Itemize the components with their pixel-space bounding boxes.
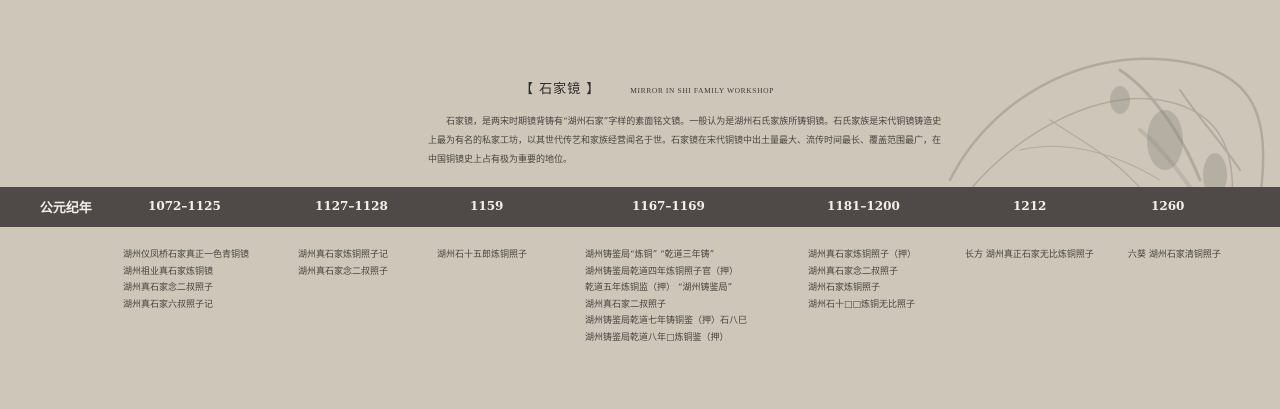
year-label: 1260 xyxy=(1151,199,1185,213)
era-label: 公元纪年 xyxy=(40,201,93,216)
year-label: 1212 xyxy=(1013,199,1047,213)
list-item: 湖州真石家炼铜照子（押） xyxy=(808,250,917,260)
list-item: 湖州铸鉴局乾道四年炼铜照子官（押） xyxy=(585,266,739,277)
year-label: 1127–1128 xyxy=(315,199,388,213)
list-item: 长方 湖州真正石家无比炼铜照子 xyxy=(965,250,1094,260)
period-items: 湖州仪凤桥石家真正一色青铜镜 湖州祖业真石家炼铜镜 湖州真石家念二叔照子 湖州真… xyxy=(123,247,249,313)
timeline-band: 公元纪年 1072–1125 1127–1128 1159 1167–1169 … xyxy=(0,187,1280,227)
list-item: 湖州真石家念二叔照子 xyxy=(123,283,214,293)
year-label: 1167–1169 xyxy=(632,199,705,213)
period-items: 湖州真石家炼铜照子（押） 湖州真石家念二叔照子 湖州石家炼铜照子 湖州石十□□炼… xyxy=(808,247,916,313)
list-item: 六葵 湖州石家清铜照子 xyxy=(1128,250,1221,260)
list-item: 湖州石家炼铜照子 xyxy=(808,283,881,293)
list-item: 湖州仪凤桥石家真正一色青铜镜 xyxy=(123,250,250,260)
year-label: 1072–1125 xyxy=(148,199,221,213)
period-items: 长方 湖州真正石家无比炼铜照子 xyxy=(965,247,1094,264)
list-item: 湖州真石家念二叔照子 xyxy=(298,266,389,277)
list-item: 湖州真石家炼铜照子记 xyxy=(298,250,389,260)
page-subtitle: MIRROR IN SHI FAMILY WORKSHOP xyxy=(630,86,774,95)
list-item: 湖州祖业真石家炼铜镜 xyxy=(123,266,214,277)
period-items: 湖州石十五郎炼铜照子 xyxy=(437,247,527,264)
section-header: 【 石家镜 】 MIRROR IN SHI FAMILY WORKSHOP xyxy=(520,78,774,97)
list-item: 湖州石十五郎炼铜照子 xyxy=(437,250,528,260)
list-item: 湖州石十□□炼铜无比照子 xyxy=(808,299,916,310)
list-item: 湖州真石家念二叔照子 xyxy=(808,266,899,277)
intro-paragraph: 石家镜，是两宋时期镜背铸有“湖州石家”字样的素面铭文镜。一般认为是湖州石氏家族所… xyxy=(428,117,942,165)
year-label: 1159 xyxy=(470,199,504,213)
period-items: 六葵 湖州石家清铜照子 xyxy=(1128,247,1221,264)
period-items: 湖州真石家炼铜照子记 湖州真石家念二叔照子 xyxy=(298,247,388,280)
list-item: 湖州铸鉴局乾道七年铸铜鉴（押）石八巳 xyxy=(585,316,748,326)
list-item: 乾道五年炼铜监（押） “湖州铸鉴局” xyxy=(585,283,733,293)
list-item: 湖州铸鉴局“炼铜” “乾道三年铸” xyxy=(585,250,715,260)
list-item: 湖州真石家二叔照子 xyxy=(585,299,667,310)
page-title: 【 石家镜 】 xyxy=(520,82,601,97)
year-label: 1181–1200 xyxy=(827,199,900,213)
period-items: 湖州铸鉴局“炼铜” “乾道三年铸” 湖州铸鉴局乾道四年炼铜照子官（押） 乾道五年… xyxy=(585,247,747,346)
list-item: 湖州铸鉴局乾道八年□炼铜鉴（押） xyxy=(585,332,729,343)
list-item: 湖州真石家六叔照子记 xyxy=(123,299,214,310)
